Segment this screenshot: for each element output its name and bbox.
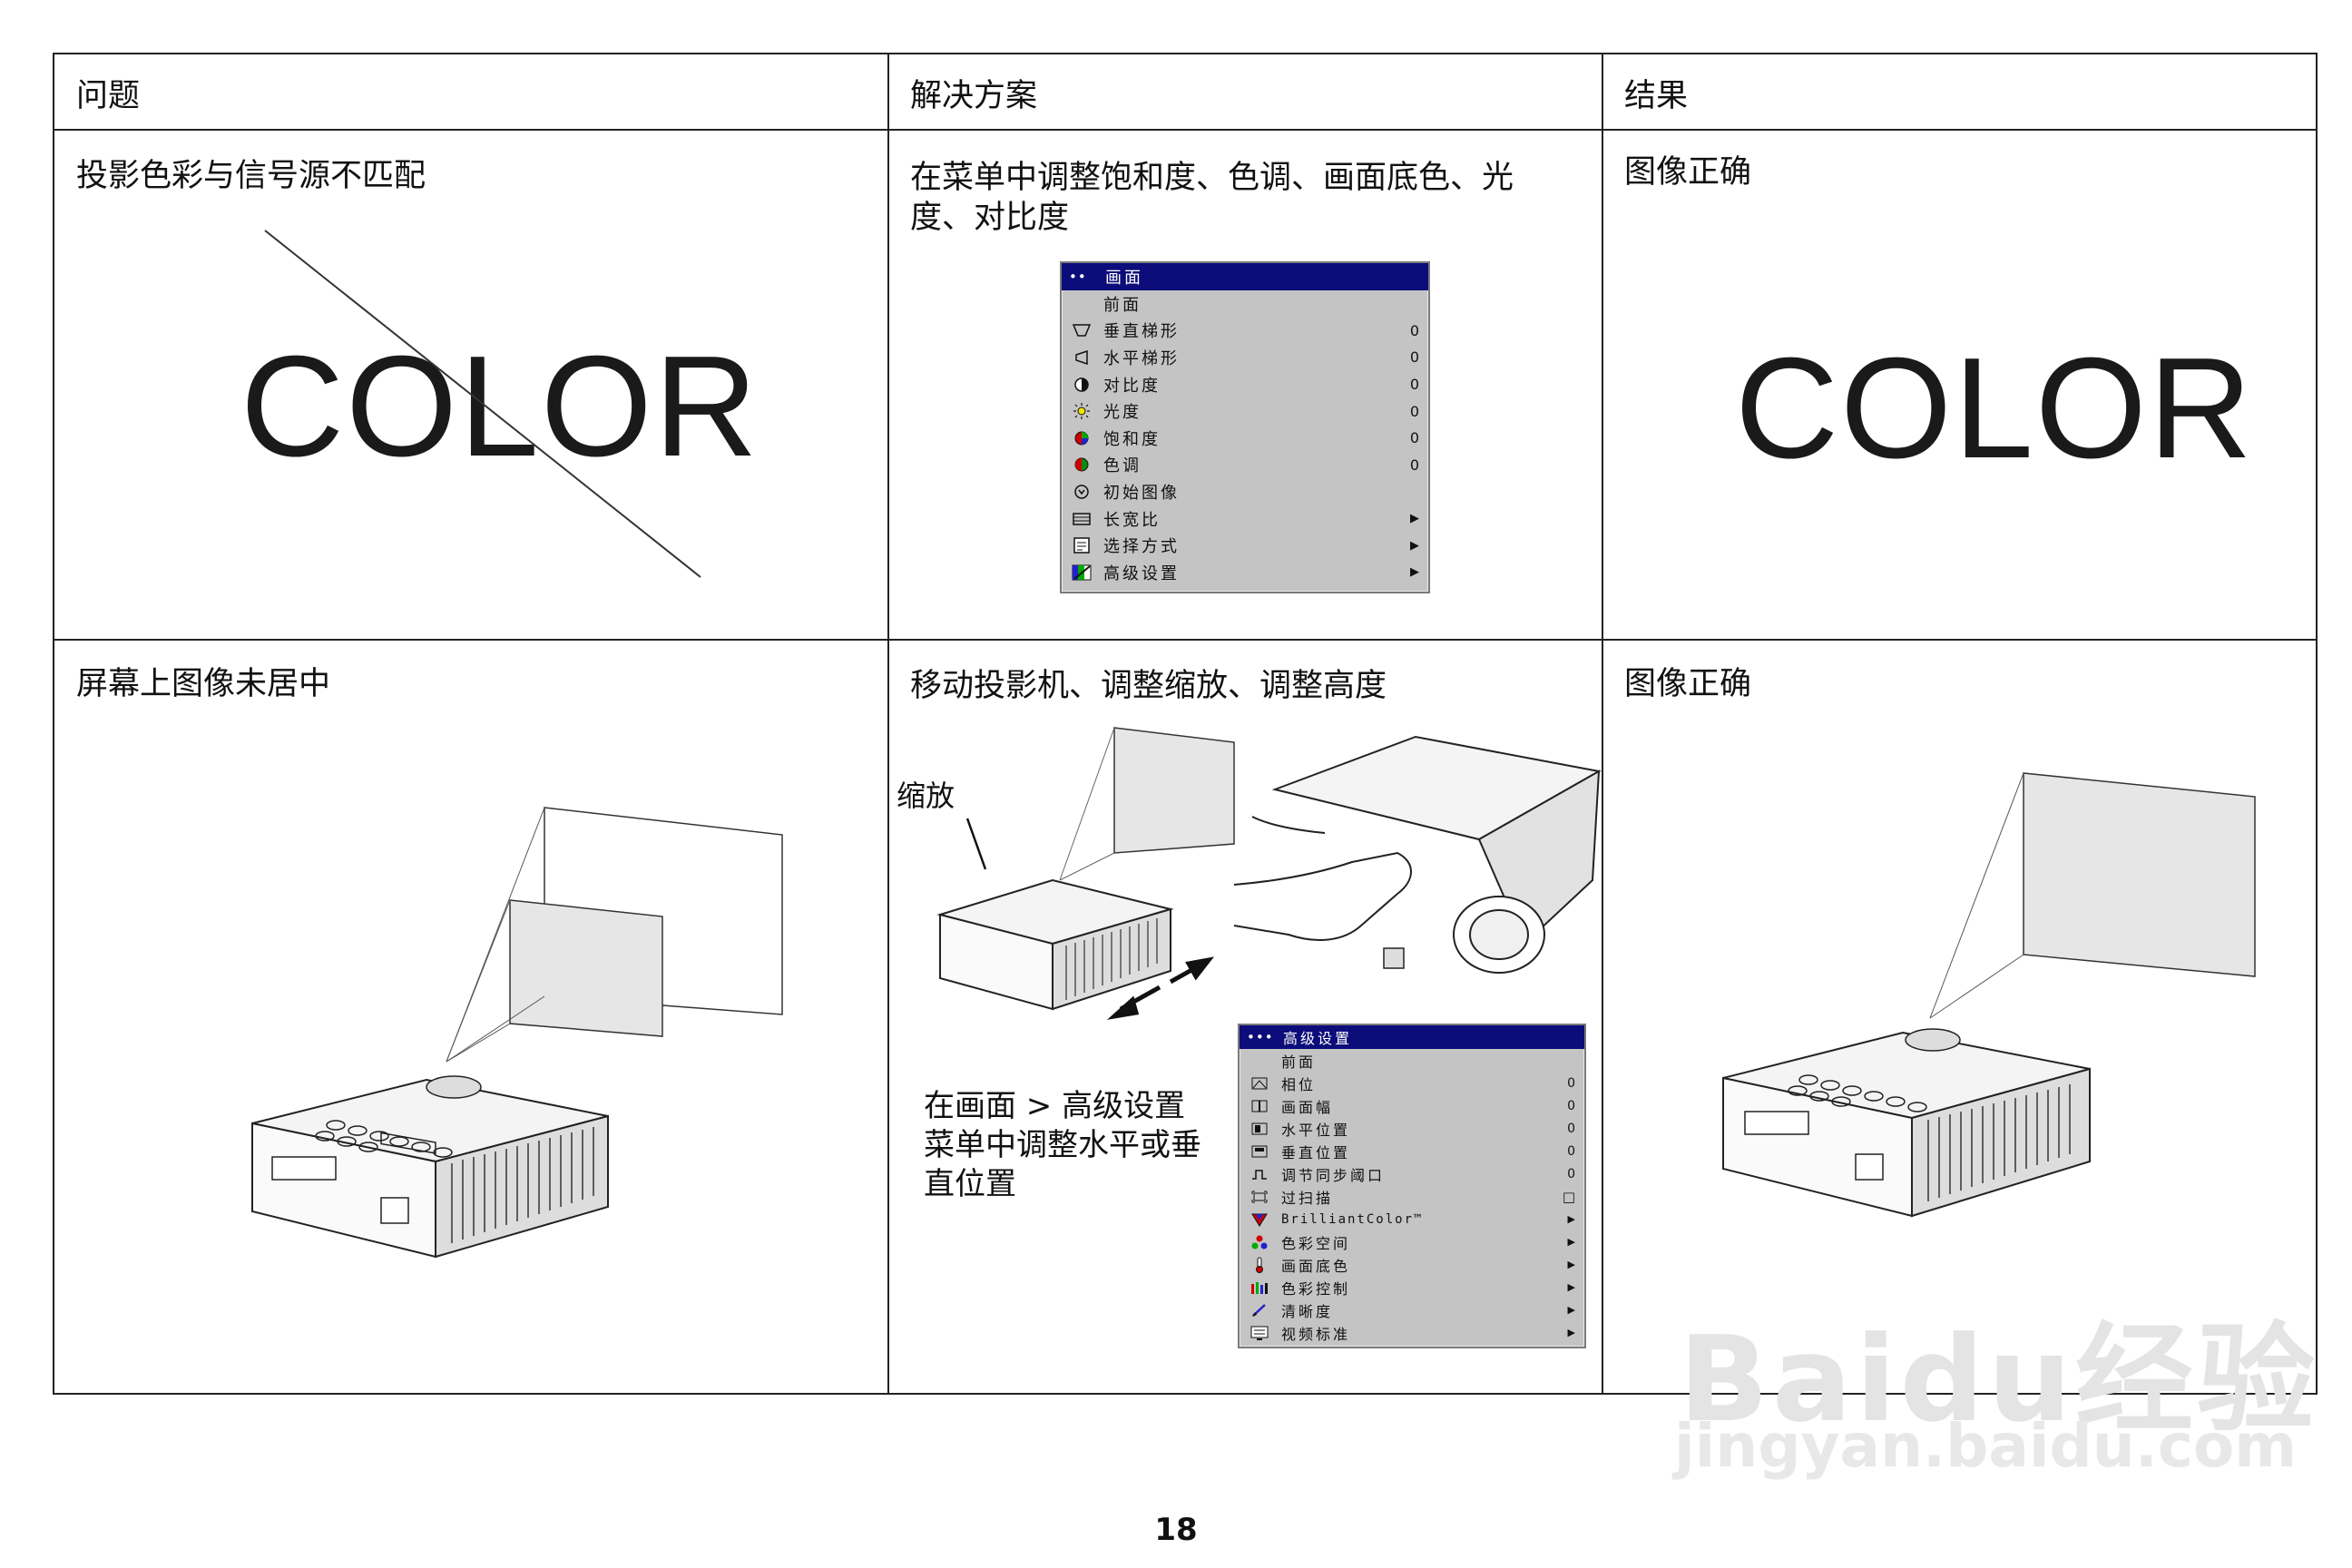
menu-item[interactable]: BrilliantColor™ ▶ (1240, 1208, 1584, 1230)
menu-item[interactable]: 调节同步阈口 0 (1240, 1162, 1584, 1185)
table-border-right (2316, 53, 2318, 1395)
menu-level-dots: ••• (1247, 1029, 1274, 1045)
table-border-bottom (53, 1393, 2318, 1395)
menu-item[interactable]: 前面 (1240, 1049, 1584, 1072)
menu-item[interactable]: 水平位置 0 (1240, 1117, 1584, 1140)
table-row-divider (53, 639, 2318, 641)
menu-item[interactable]: 前面 (1062, 290, 1428, 318)
menu-item[interactable]: 视频标准 ▶ (1240, 1321, 1584, 1344)
saturation-icon (1069, 428, 1094, 448)
sharpness-icon (1247, 1300, 1272, 1320)
menu-item[interactable]: 过扫描 □ (1240, 1185, 1584, 1208)
phase-icon (1247, 1073, 1272, 1093)
menu-item[interactable]: 色调 0 (1062, 452, 1428, 479)
projector-image (1722, 1028, 2091, 1218)
header-result: 结果 (1624, 78, 1689, 114)
row1-solution-line2: 度、对比度 (910, 200, 1070, 236)
menu-item[interactable]: 对比度 0 (1062, 371, 1428, 398)
color-temperature-icon (1247, 1255, 1272, 1275)
menu-item[interactable]: 高级设置 ▶ (1062, 559, 1428, 586)
menu-item[interactable]: 色彩控制 ▶ (1240, 1276, 1584, 1298)
instruction-line3: 直位置 (924, 1166, 1016, 1202)
menu-item[interactable]: 光度 0 (1062, 397, 1428, 425)
instruction-line1: 在画面 > 高级设置 (924, 1088, 1186, 1124)
header-problem: 问题 (76, 78, 141, 114)
osd-menu-picture: •• 画面 前面 垂直梯形 0 水平梯形 0 对比度 0 光度 0 饱和度 0 … (1060, 261, 1430, 593)
menu-item[interactable]: 初始图像 (1062, 478, 1428, 505)
menu-title: 画面 (1105, 269, 1143, 288)
table-border-left (53, 53, 54, 1395)
projector-image (251, 1075, 609, 1259)
osd-menu-header[interactable]: •• 画面 (1062, 263, 1428, 290)
menu-item[interactable]: 画面幅 0 (1240, 1094, 1584, 1117)
vertical-position-icon (1247, 1142, 1272, 1161)
projection-off-center-illustration (251, 807, 783, 1259)
baidu-watermark-url: jingyan.baidu.com (1674, 1411, 2298, 1481)
row1-result-text: 图像正确 (1624, 154, 1752, 191)
menu-item[interactable]: 清晰度 ▶ (1240, 1298, 1584, 1321)
zoom-label: 缩放 (897, 779, 956, 813)
contrast-icon (1069, 375, 1094, 395)
menu-title: 高级设置 (1283, 1030, 1353, 1047)
menu-item[interactable]: 色彩空间 ▶ (1240, 1230, 1584, 1253)
tracking-icon (1247, 1096, 1272, 1116)
horizontal-position-icon (1247, 1119, 1272, 1139)
projector-hand-image (1233, 735, 1602, 974)
tint-icon (1069, 455, 1094, 475)
blank-icon (1247, 1051, 1272, 1071)
brilliantcolor-icon (1247, 1210, 1272, 1230)
menu-item[interactable]: 画面底色 ▶ (1240, 1253, 1584, 1276)
brightness-icon (1069, 401, 1094, 421)
table-column-divider-1 (887, 53, 889, 1395)
color-space-icon (1247, 1232, 1272, 1252)
instruction-line2: 菜单中调整水平或垂 (924, 1127, 1201, 1163)
projector-small-image (936, 878, 1174, 1011)
color-word-mismatch: COLOR (240, 327, 760, 486)
move-arrows-icon (1106, 956, 1214, 1020)
table-column-divider-2 (1602, 53, 1603, 1395)
row2-result-text: 图像正确 (1624, 666, 1752, 702)
video-standard-icon (1247, 1323, 1272, 1343)
reset-icon (1069, 482, 1094, 502)
table-header-divider (53, 129, 2318, 131)
row2-solution-text: 移动投影机、调整缩放、调整高度 (910, 668, 1387, 704)
keystone-horizontal-icon (1069, 348, 1094, 368)
menu-item[interactable]: 水平梯形 0 (1062, 344, 1428, 371)
blank-icon (1069, 294, 1094, 314)
osd-menu-advanced: ••• 高级设置 前面 相位 0 画面幅 0 水平位置 0 垂直位置 0 调节同… (1238, 1024, 1586, 1348)
menu-item[interactable]: 垂直梯形 0 (1062, 318, 1428, 345)
row1-solution-line1: 在菜单中调整饱和度、色调、画面底色、光 (910, 160, 1514, 196)
aspect-ratio-icon (1069, 509, 1094, 529)
projector-adjust-illustration (936, 727, 1602, 1020)
header-solution: 解决方案 (910, 78, 1038, 114)
color-control-icon (1247, 1278, 1272, 1298)
row1-problem-text: 投影色彩与信号源不匹配 (76, 158, 426, 194)
sync-threshold-icon (1247, 1164, 1272, 1184)
menu-level-dots: •• (1069, 269, 1087, 285)
menu-item[interactable]: 相位 0 (1240, 1072, 1584, 1094)
table-border-top (53, 53, 2318, 54)
advanced-icon (1069, 563, 1094, 583)
projection-centered-illustration (1722, 772, 2256, 1218)
presets-icon (1069, 535, 1094, 555)
page-number: 18 (1154, 1512, 1198, 1548)
menu-item[interactable]: 长宽比 ▶ (1062, 505, 1428, 533)
menu-item[interactable]: 垂直位置 0 (1240, 1140, 1584, 1162)
zoom-pointer-line (965, 818, 987, 870)
menu-item[interactable]: 选择方式 ▶ (1062, 532, 1428, 559)
baidu-watermark-logo: Baidu经验 (1679, 1310, 2318, 1448)
strike-through-line (264, 230, 701, 578)
menu-item[interactable]: 饱和度 0 (1062, 425, 1428, 452)
osd-menu-header[interactable]: ••• 高级设置 (1240, 1025, 1584, 1049)
row2-problem-text: 屏幕上图像未居中 (76, 666, 331, 702)
color-word-correct: COLOR (1735, 328, 2254, 488)
keystone-vertical-icon (1069, 320, 1094, 340)
overscan-checkbox[interactable]: □ (1562, 1188, 1575, 1205)
overscan-icon (1247, 1187, 1272, 1207)
